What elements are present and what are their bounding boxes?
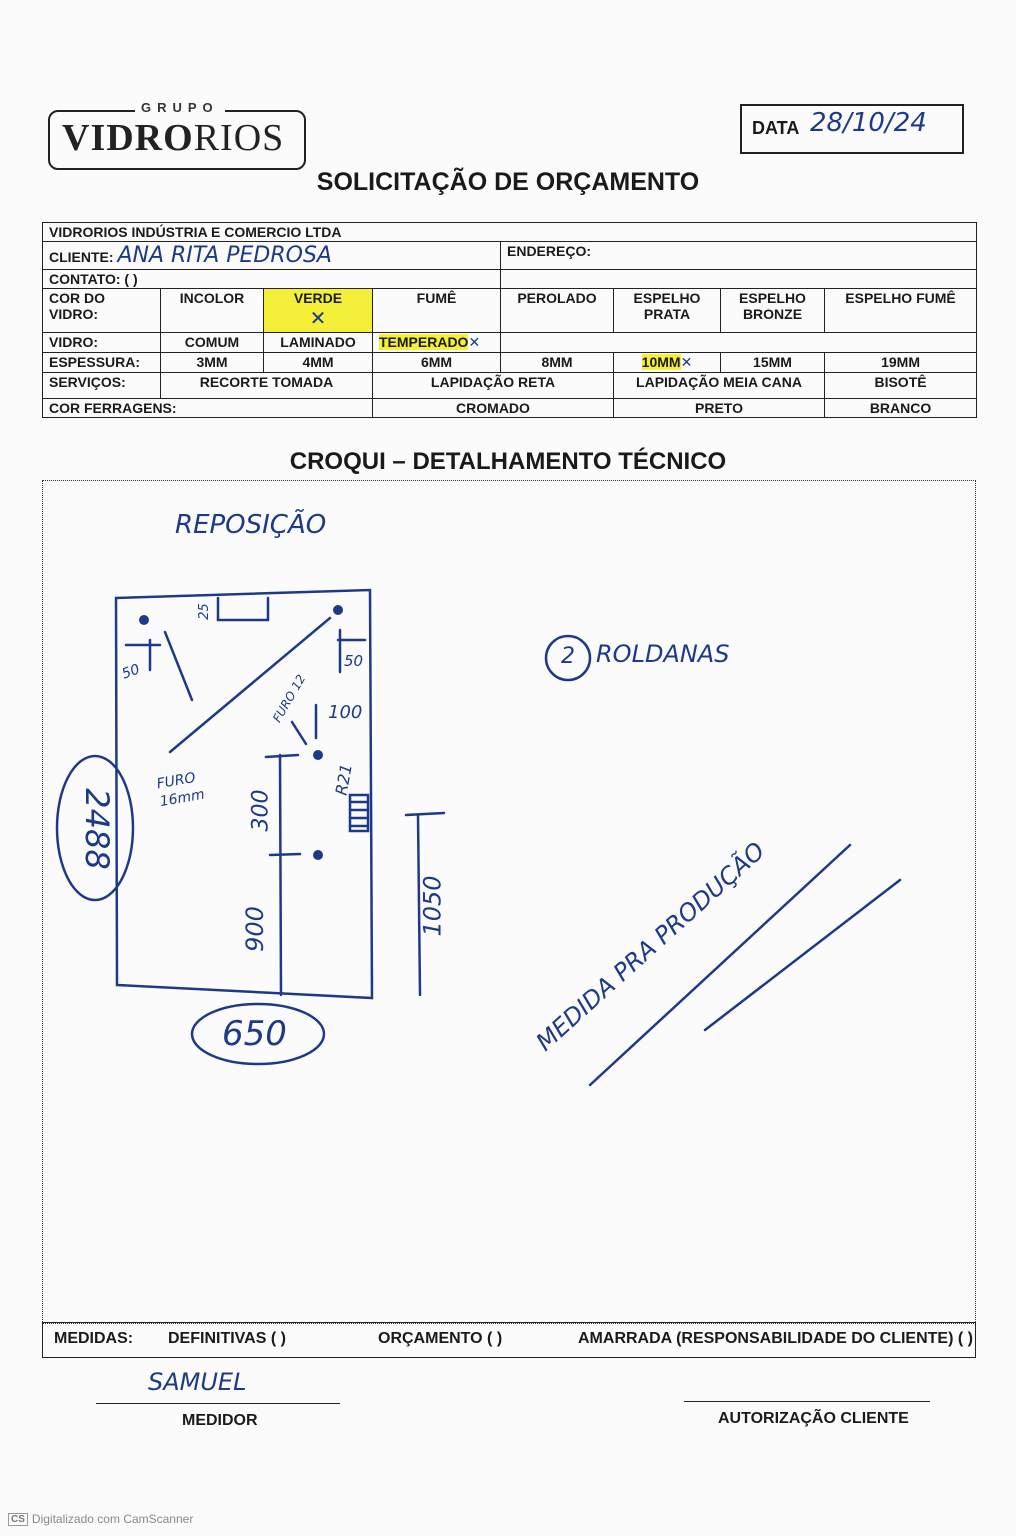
logo-brand-bold: VIDRO — [62, 117, 194, 159]
dim-line-vertical — [278, 753, 283, 997]
sketch-ink — [55, 588, 902, 1087]
medidas-orcamento: ORÇAMENTO ( ) — [378, 1330, 503, 1347]
dim-tick-mid — [268, 852, 302, 857]
vidro-laminado: LAMINADO — [263, 332, 373, 353]
logo-grupo: GRUPO — [135, 100, 225, 115]
hardware-rect — [348, 793, 370, 833]
furo-12-arrow — [290, 720, 308, 746]
medidas-label: MEDIDAS: — [54, 1330, 134, 1347]
oval-650 — [190, 1002, 326, 1066]
dim-1050: 1050 — [418, 875, 447, 937]
cor-row: COR DO VIDRO: INCOLOR VERDE✕ FUMÊ PEROLA… — [42, 288, 978, 333]
cliente-cell: CLIENTE: ANA RITA PEDROSA — [42, 241, 501, 270]
ferragem-branco: BRANCO — [823, 398, 978, 418]
endereco-label: ENDEREÇO: — [507, 243, 592, 259]
ferragens-row: COR FERRAGENS: CROMADO PRETO BRANCO — [42, 398, 978, 418]
dim-650: 650 — [222, 1014, 287, 1054]
scanner-watermark: CS Digitalizado com CamScanner — [8, 1512, 193, 1526]
logo-brand: VIDRORIOS — [62, 116, 284, 160]
cor-perolado: PEROLADO — [500, 288, 614, 333]
note-arrow-line-1 — [588, 843, 852, 1087]
cor-verde: VERDE✕ — [263, 288, 373, 333]
note-roldanas-count: 2 — [561, 644, 575, 669]
dim-tick-top — [264, 753, 300, 759]
logo-brand-thin: RIOS — [193, 117, 285, 159]
drill-hole-1 — [139, 615, 149, 625]
document-title: SOLICITAÇÃO DE ORÇAMENTO — [316, 168, 700, 196]
drill-hole-3 — [313, 750, 323, 760]
date-value: 28/10/24 — [810, 108, 927, 138]
dim-50-right: 50 — [344, 652, 364, 670]
corner-mark-right — [336, 628, 367, 674]
drill-hole-2 — [333, 605, 343, 615]
dim-300: 300 — [248, 789, 274, 832]
medidas-bar — [42, 1322, 976, 1358]
date-box — [740, 104, 964, 154]
cliente-authorization-label: AUTORIZAÇÃO CLIENTE — [718, 1410, 909, 1427]
sketch-area — [42, 480, 976, 1324]
oval-2488 — [55, 754, 135, 902]
cor-label: COR DO VIDRO: — [42, 288, 161, 333]
medidor-signature: SAMUEL — [148, 1368, 247, 1396]
espessura-15mm: 15MM — [720, 352, 825, 373]
croqui-title: CROQUI – DETALHAMENTO TÉCNICO — [289, 448, 727, 475]
camscanner-logo: CS — [8, 1512, 28, 1526]
drill-hole-4 — [313, 850, 323, 860]
ferragem-preto: PRETO — [613, 398, 825, 418]
drill-holes — [139, 605, 343, 860]
servicos-row: SERVIÇOS: RECORTE TOMADA LAPIDAÇÃO RETA … — [42, 372, 978, 399]
ferragem-cromado: CROMADO — [372, 398, 614, 418]
roldanas-count-circle — [544, 634, 592, 682]
medidor-signature-line — [96, 1403, 340, 1404]
espessura-10mm-mark: ✕ — [680, 355, 693, 371]
endereco-cell: ENDEREÇO: — [499, 241, 978, 270]
servico-lapidacao-reta: LAPIDAÇÃO RETA — [372, 372, 614, 399]
medidas-amarrada: AMARRADA (RESPONSABILIDADE DO CLIENTE) (… — [578, 1330, 973, 1347]
vidro-temperado-mark: ✕ — [468, 335, 481, 351]
note-reposicao: REPOSIÇÃO — [175, 510, 327, 540]
cor-espelho-fume: ESPELHO FUMÊ — [823, 288, 978, 333]
top-notch — [216, 596, 270, 622]
cliente-value: ANA RITA PEDROSA — [117, 243, 332, 268]
camscanner-text: Digitalizado com CamScanner — [31, 1512, 194, 1526]
espessura-10mm-label: 10MM — [641, 354, 681, 370]
quote-form-table: VIDRORIOS INDÚSTRIA E COMERCIO LTDA CLIE… — [41, 222, 978, 418]
dim-25: 25 — [196, 603, 212, 620]
vidro-comum: COMUM — [160, 332, 264, 353]
cliente-row: CLIENTE: ANA RITA PEDROSA ENDEREÇO: — [42, 241, 978, 270]
cor-incolor: INCOLOR — [160, 288, 264, 333]
hardware-hatch — [348, 800, 370, 828]
medidas-definitivas: DEFINITIVAS ( ) — [168, 1330, 286, 1347]
dim-900: 900 — [240, 906, 269, 952]
vidro-temperado-label: TEMPERADO — [379, 334, 469, 350]
medidor-label: MEDIDOR — [182, 1412, 258, 1429]
note-roldanas: ROLDANAS — [596, 640, 730, 668]
cor-verde-label: VERDE — [293, 290, 343, 306]
cor-verde-mark: ✕ — [309, 306, 327, 330]
corner-mark-left — [124, 638, 162, 672]
dim-1050-line — [404, 811, 446, 997]
glass-panel-outline — [114, 588, 374, 1000]
dim-2488: 2488 — [78, 788, 116, 870]
note-arrow-line-2 — [703, 878, 902, 1032]
cliente-label: CLIENTE: — [49, 249, 114, 265]
cor-fume: FUMÊ — [372, 288, 501, 333]
dim-100: 100 — [328, 702, 363, 723]
cliente-signature-line — [684, 1401, 930, 1402]
ferragens-label: COR FERRAGENS: — [42, 398, 373, 418]
diagonal-short — [163, 630, 194, 702]
vidro-label: VIDRO: — [42, 332, 161, 353]
servico-recorte-tomada: RECORTE TOMADA — [160, 372, 373, 399]
date-label: DATA — [752, 118, 800, 138]
diagonal-long — [168, 616, 332, 754]
